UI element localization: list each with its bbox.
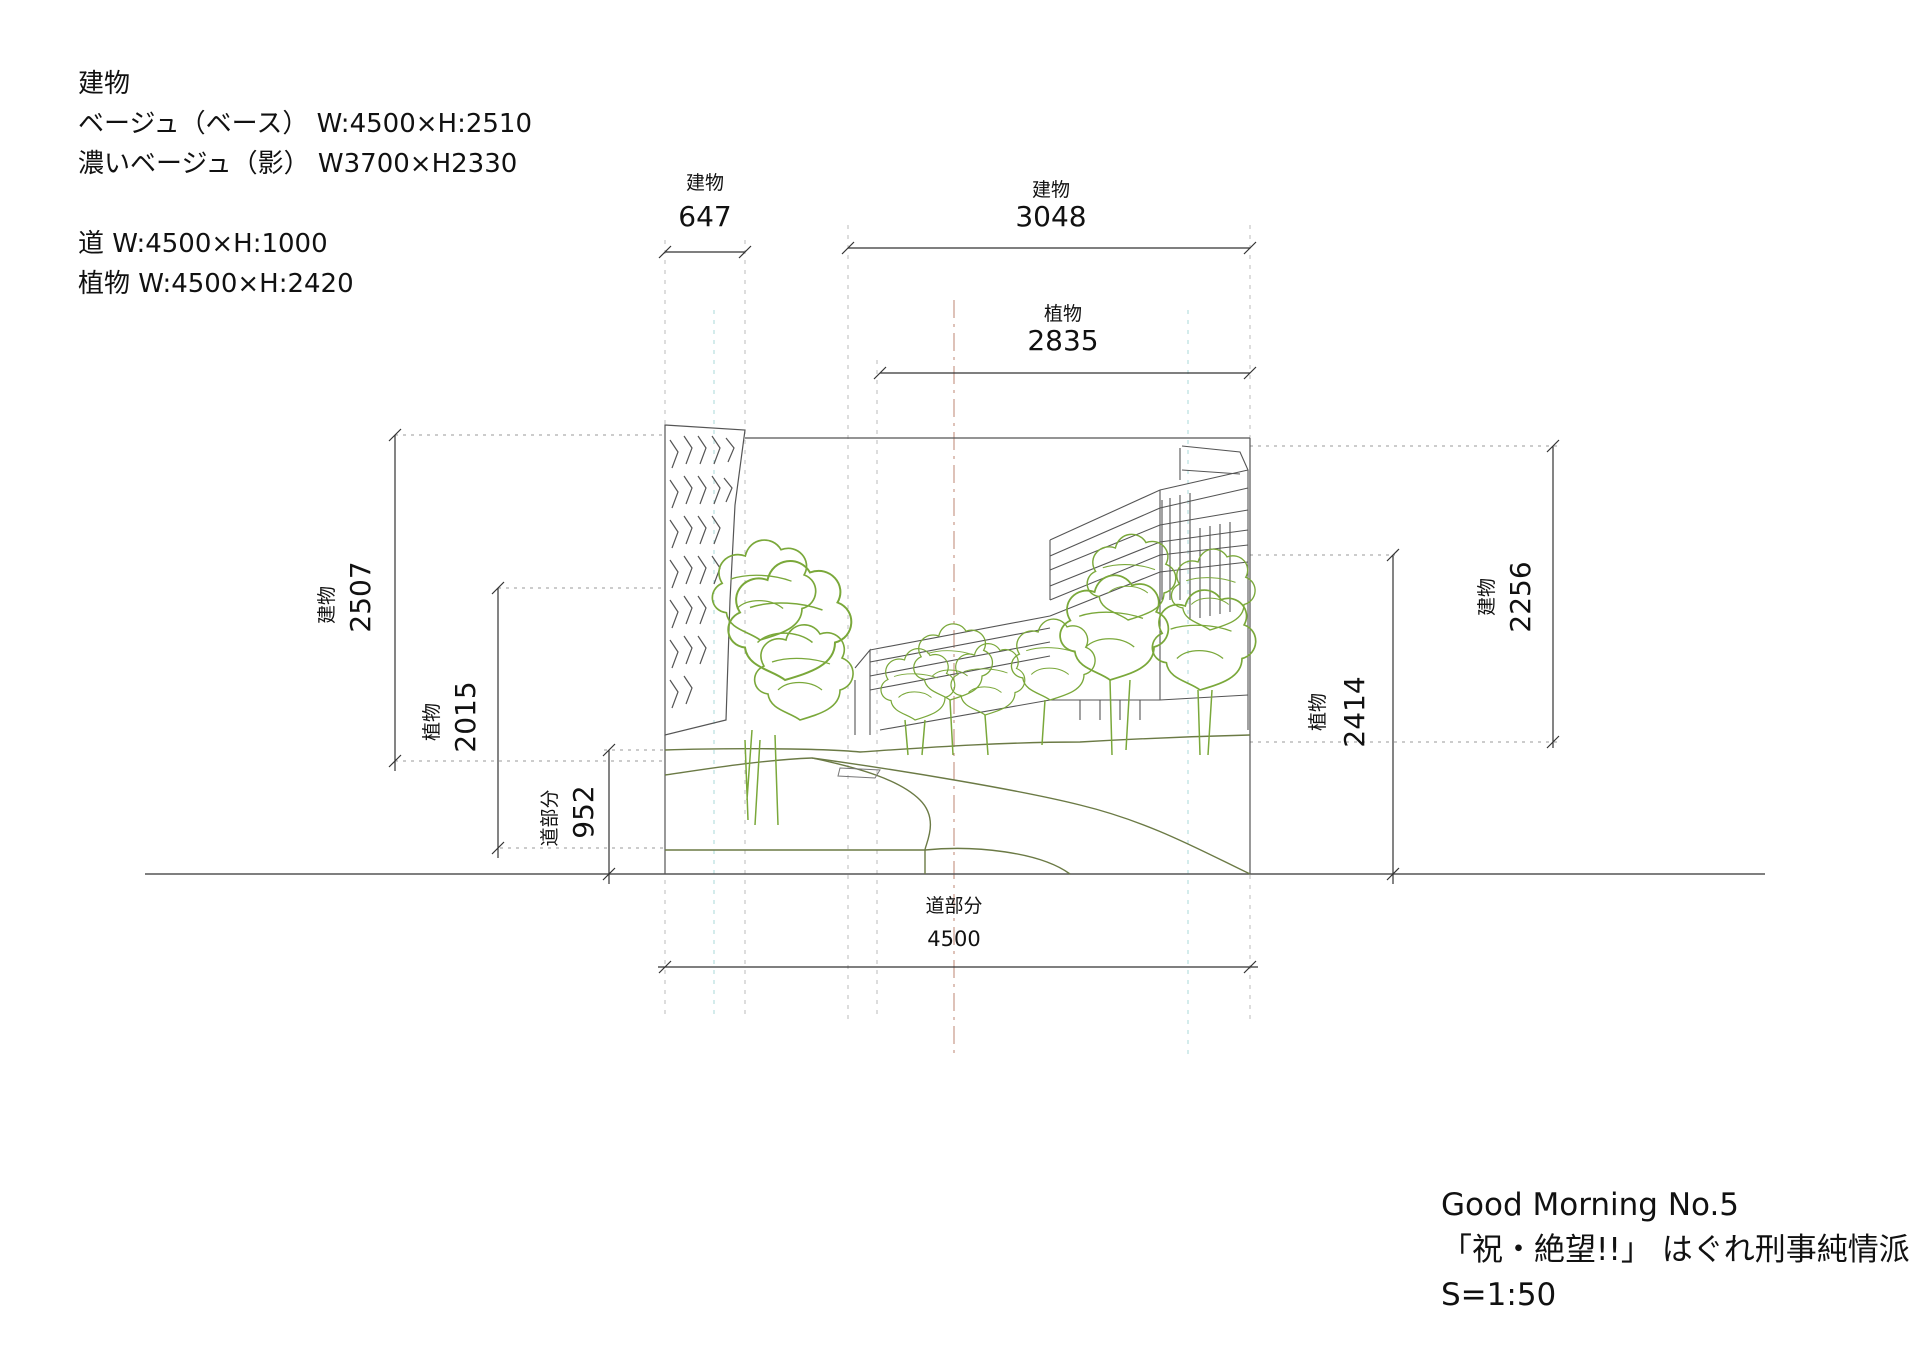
dim-building-right-value: 3048 bbox=[1015, 200, 1086, 233]
tree-6 bbox=[950, 643, 1026, 716]
dim-building-right-label: 建物 bbox=[1032, 179, 1070, 201]
right-buildings bbox=[854, 445, 1249, 735]
dim-plants-height-left-value: 2015 bbox=[449, 681, 482, 752]
spec-plants: 植物 W:4500×H:2420 bbox=[78, 269, 354, 299]
dim-road-height-label: 道部分 bbox=[539, 789, 561, 846]
spec-notes: 建物 ベージュ（ベース） W:4500×H:2510 濃いベージュ（影） W37… bbox=[78, 64, 532, 304]
dim-plants-height-right-value: 2414 bbox=[1338, 676, 1371, 747]
dim-building-height-right-value: 2256 bbox=[1504, 561, 1537, 632]
road bbox=[664, 734, 1251, 875]
title-line-2: 「祝・絶望!!」 はぐれ刑事純情派 bbox=[1441, 1232, 1910, 1268]
dim-road-width-value: 4500 bbox=[927, 927, 980, 951]
dim-plants-height-right-label: 植物 bbox=[1307, 693, 1329, 731]
title-block: Good Morning No.5 「祝・絶望!!」 はぐれ刑事純情派 S=1:… bbox=[1441, 1183, 1910, 1318]
dim-plants-top-value: 2835 bbox=[1027, 324, 1098, 357]
tree-1 bbox=[727, 560, 853, 681]
trees bbox=[711, 533, 1257, 826]
tree-8 bbox=[1059, 574, 1170, 681]
dim-building-height-right-label: 建物 bbox=[1476, 578, 1498, 616]
spec-heading: 建物 bbox=[78, 69, 131, 99]
spec-beige-dark: 濃いベージュ（影） W3700×H2330 bbox=[78, 149, 518, 179]
tree-11 bbox=[1170, 548, 1256, 631]
tree-10 bbox=[1151, 589, 1257, 691]
left-building bbox=[664, 424, 746, 736]
tree-7 bbox=[1010, 618, 1096, 701]
scene-frame bbox=[664, 437, 1251, 874]
dim-plants-height-left-label: 植物 bbox=[421, 703, 443, 741]
dim-building-left-value: 647 bbox=[678, 200, 731, 233]
dimension-lines bbox=[388, 241, 1560, 974]
spec-road: 道 W:4500×H:1000 bbox=[78, 229, 328, 259]
dim-plants-top-label: 植物 bbox=[1044, 303, 1082, 325]
dim-building-height-left-value: 2507 bbox=[344, 561, 377, 632]
title-line-1: Good Morning No.5 bbox=[1441, 1187, 1740, 1223]
tree-trunks bbox=[744, 679, 1213, 826]
tree-5 bbox=[913, 623, 994, 701]
dim-road-width-label: 道部分 bbox=[925, 895, 982, 917]
dim-building-left-label: 建物 bbox=[686, 172, 724, 194]
spec-beige-base: ベージュ（ベース） W:4500×H:2510 bbox=[78, 109, 533, 139]
title-scale: S=1:50 bbox=[1441, 1277, 1557, 1313]
dim-building-height-left-label: 建物 bbox=[316, 586, 338, 624]
dim-road-height-value: 952 bbox=[567, 785, 600, 838]
horizontal-guides bbox=[395, 434, 1560, 849]
